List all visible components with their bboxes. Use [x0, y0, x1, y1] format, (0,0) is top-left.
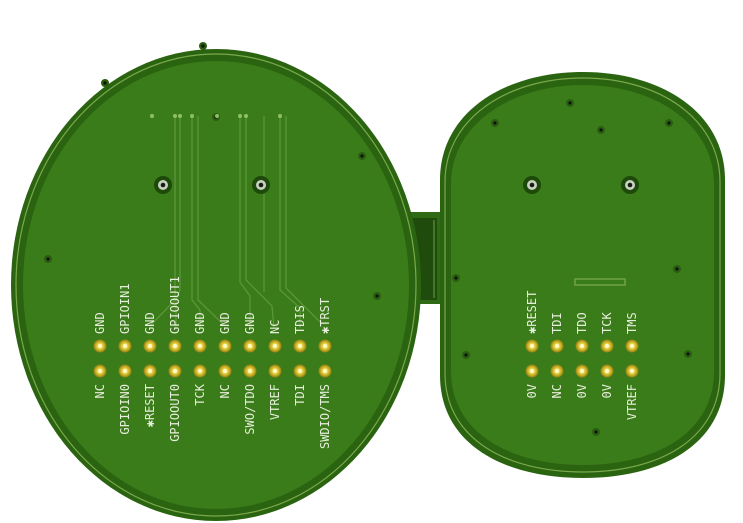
header-pad-icon [118, 364, 132, 378]
pin-label-bottom: NC [218, 384, 232, 398]
header-pad-icon [118, 339, 132, 353]
pin-label-top: GND [218, 312, 232, 334]
header-pads [93, 339, 639, 378]
pin-label-top: GPIOOUT1 [168, 276, 182, 334]
header-pad-icon [550, 339, 564, 353]
header-pad-icon [525, 364, 539, 378]
pin-label-bottom: 0V [525, 384, 539, 398]
pin-label-bottom: ✱RESET [143, 384, 157, 427]
right-board [440, 72, 725, 478]
pin-label-top: GND [93, 312, 107, 334]
header-pad-icon [268, 339, 282, 353]
header-pad-icon [168, 364, 182, 378]
mounting-hole-icon [154, 176, 172, 194]
header-pad-icon [243, 339, 257, 353]
pin-label-bottom: NC [550, 384, 564, 398]
pin-label-top: TDO [575, 312, 589, 334]
mounting-hole-icon [523, 176, 541, 194]
header-pad-icon [268, 364, 282, 378]
pin-label-top: GND [143, 312, 157, 334]
via-icon [597, 126, 605, 134]
mounting-holes [154, 176, 639, 194]
pin-label-top: TCK [600, 312, 614, 334]
header-pad-icon [193, 339, 207, 353]
header-pad-icon [293, 339, 307, 353]
left-board [11, 49, 421, 521]
mounting-hole-icon [252, 176, 270, 194]
header-pad-icon [218, 364, 232, 378]
pin-label-bottom: 0V [600, 384, 614, 398]
header-pad-icon [218, 339, 232, 353]
pin-label-top: TDI [550, 312, 564, 334]
pin-label-bottom: VTREF [268, 384, 282, 420]
header-pad-icon [625, 364, 639, 378]
via-icon [491, 119, 499, 127]
header-pad-icon [600, 339, 614, 353]
via-icon [199, 42, 207, 50]
vias [44, 42, 692, 436]
via-icon [673, 265, 681, 273]
via-icon [592, 428, 600, 436]
header-pad-icon [600, 364, 614, 378]
traces [149, 116, 626, 329]
pin-label-top: TMS [625, 312, 639, 334]
header-pad-icon [575, 364, 589, 378]
via-icon [101, 79, 109, 87]
via-icon [665, 119, 673, 127]
trace-stubs [150, 114, 282, 118]
via-icon [462, 351, 470, 359]
pin-label-bottom: NC [93, 384, 107, 398]
header-pad-icon [318, 364, 332, 378]
header-pad-icon [243, 364, 257, 378]
header-pad-icon [93, 339, 107, 353]
header-pad-icon [525, 339, 539, 353]
header-pad-icon [625, 339, 639, 353]
via-icon [452, 274, 460, 282]
via-icon [684, 350, 692, 358]
pin-label-top: GPIOIN1 [118, 283, 132, 334]
pin-label-bottom: 0V [575, 384, 589, 398]
pin-label-bottom: SWO/TDO [243, 384, 257, 435]
pin-label-top: GND [243, 312, 257, 334]
pin-label-bottom: GPIOOUT0 [168, 384, 182, 442]
via-icon [44, 255, 52, 263]
pin-label-bottom: TDI [293, 384, 307, 406]
pin-label-top: ✱RESET [525, 291, 539, 334]
mounting-hole-icon [621, 176, 639, 194]
header-pad-icon [193, 364, 207, 378]
pin-label-top: GND [193, 312, 207, 334]
pin-label-bottom: SWDIO/TMS [318, 384, 332, 449]
header-pad-icon [93, 364, 107, 378]
header-pad-icon [293, 364, 307, 378]
pin-label-bottom: GPIOIN0 [118, 384, 132, 435]
header-pad-icon [575, 339, 589, 353]
via-icon [358, 152, 366, 160]
header-pad-icon [168, 339, 182, 353]
pin-label-top: ✱TRST [318, 298, 332, 334]
header-pad-icon [318, 339, 332, 353]
pin-label-top: NC [268, 320, 282, 334]
pin-label-bottom: VTREF [625, 384, 639, 420]
via-icon [566, 99, 574, 107]
pin-label-bottom: TCK [193, 383, 207, 405]
via-icon [373, 292, 381, 300]
header-pad-icon [143, 339, 157, 353]
header-pad-icon [143, 364, 157, 378]
header-pad-icon [550, 364, 564, 378]
pin-label-top: TDIS [293, 305, 307, 334]
